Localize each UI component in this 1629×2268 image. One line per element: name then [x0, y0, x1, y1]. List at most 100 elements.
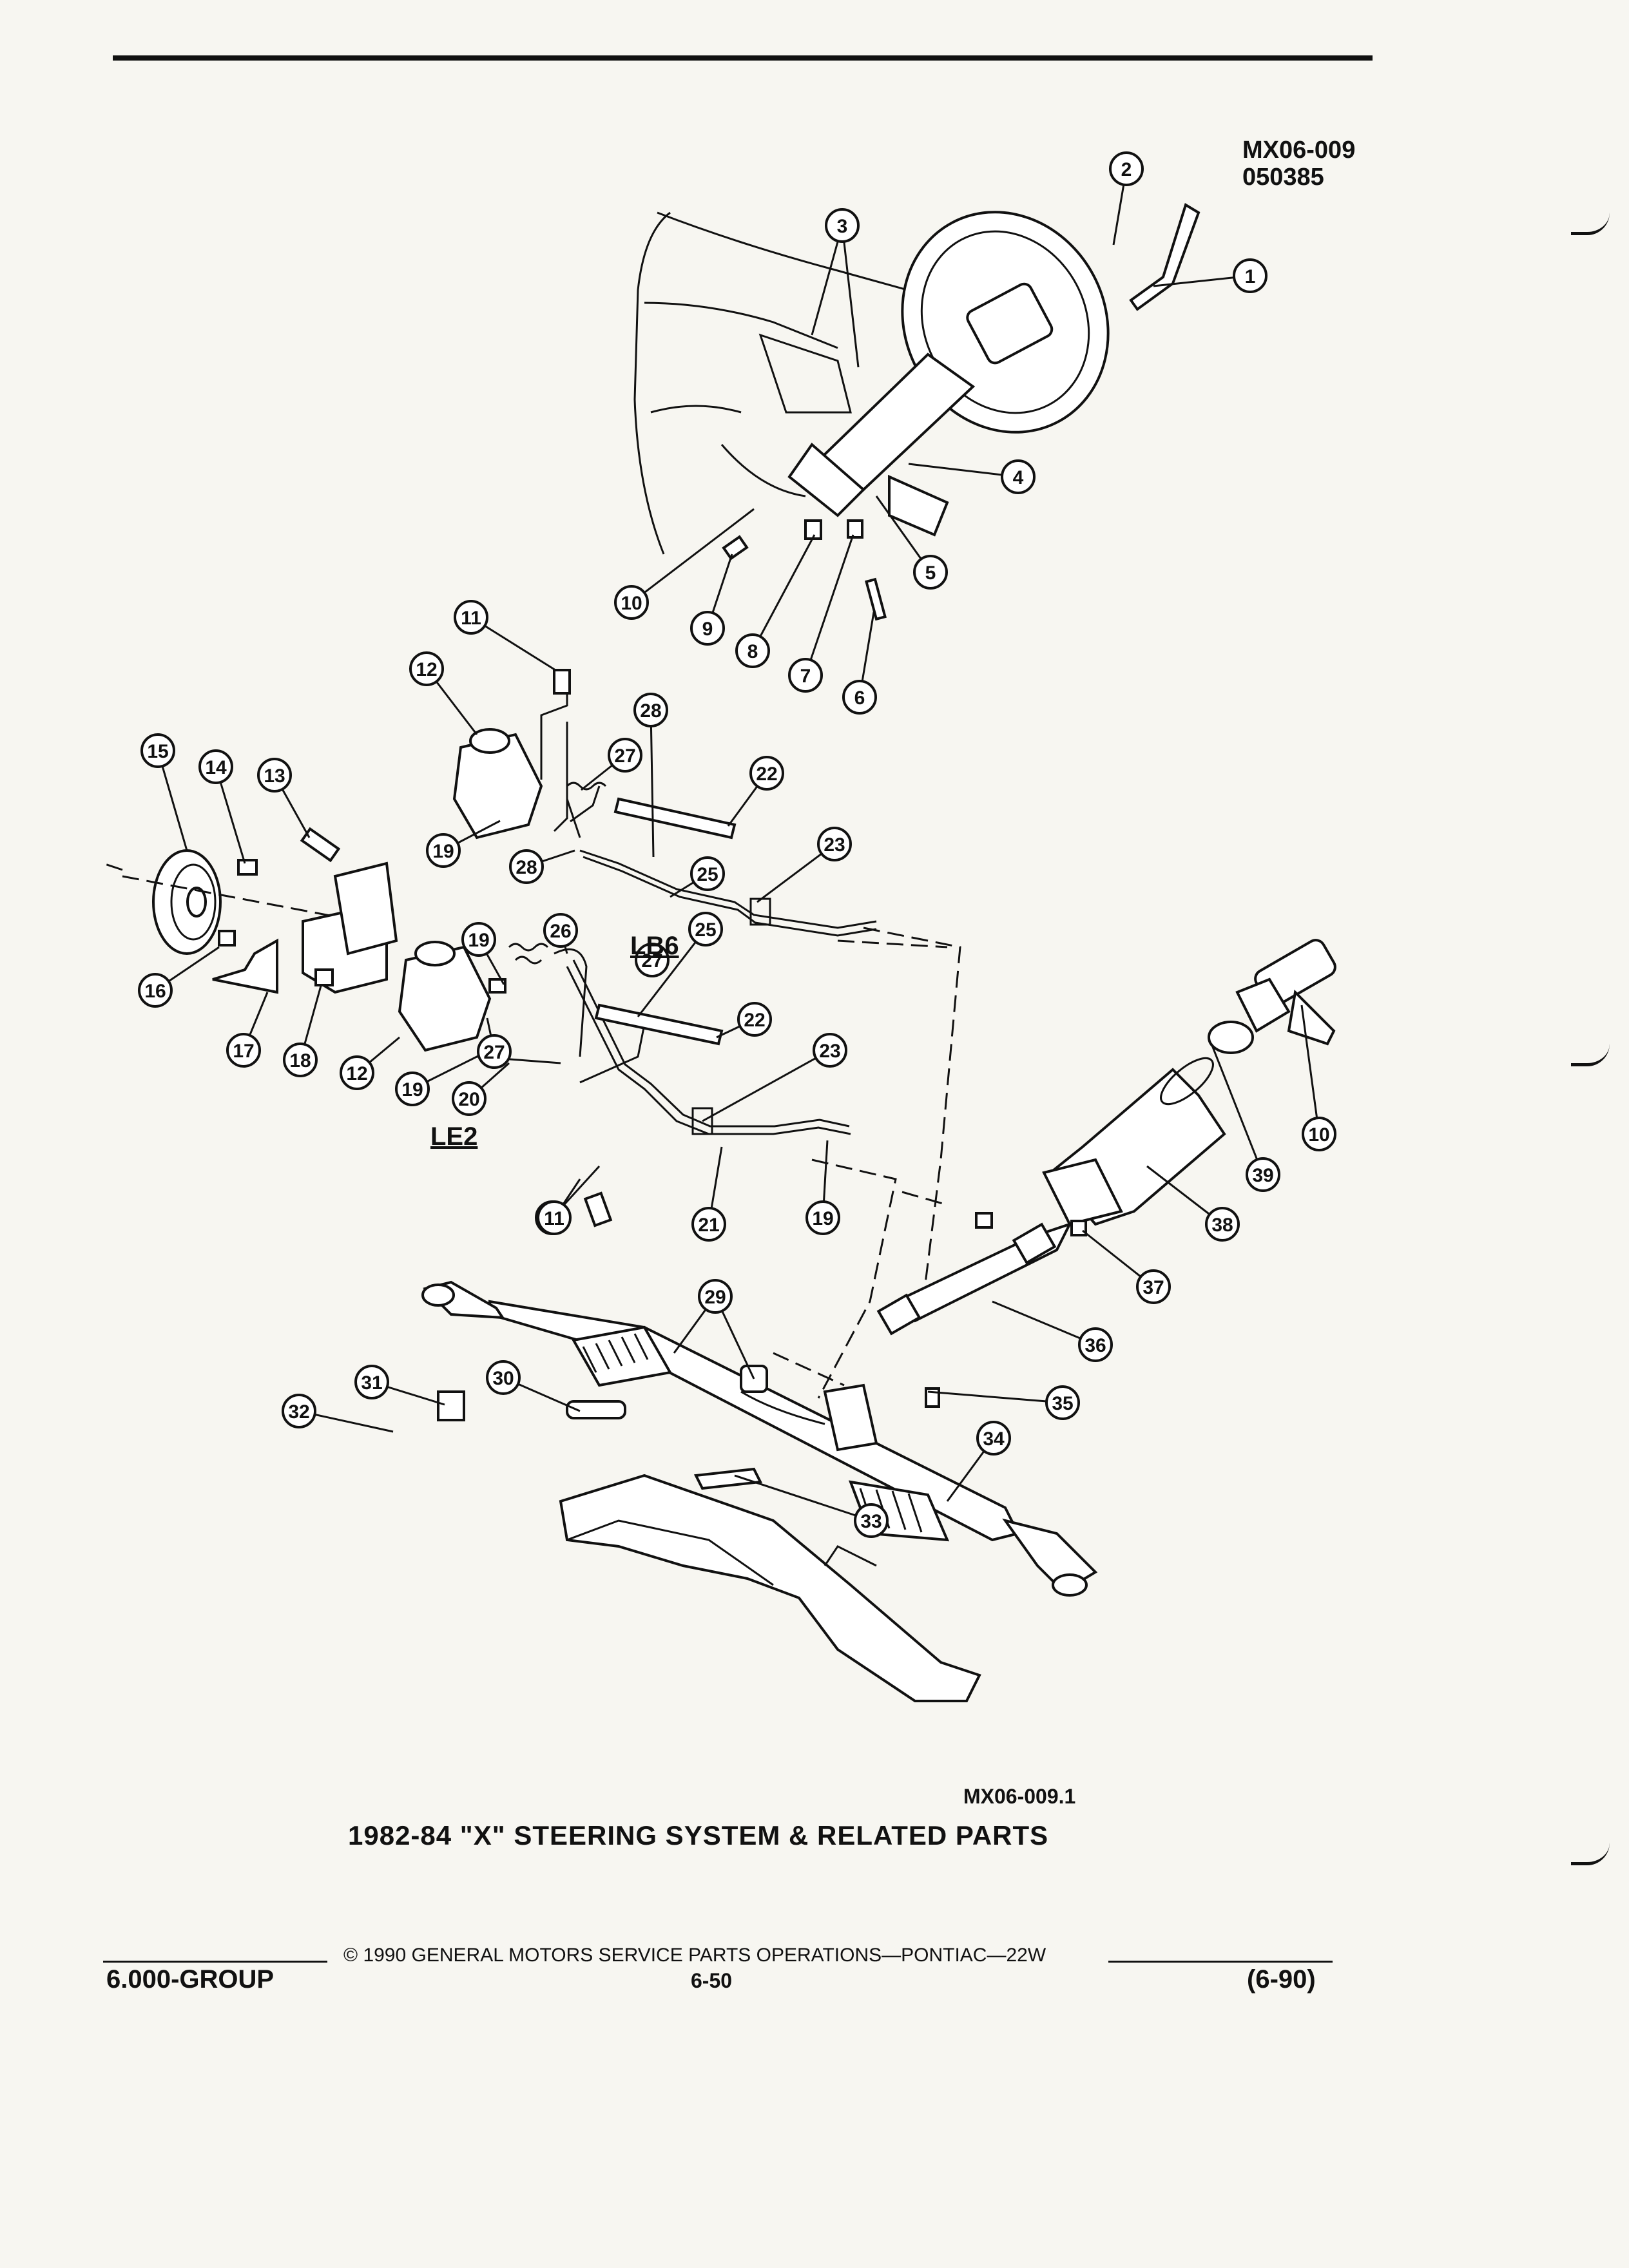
leader-line-8: [751, 534, 816, 651]
footer-page-number: 6-50: [691, 1969, 733, 1992]
callout-circle: [140, 733, 175, 768]
leader-line-39: [1210, 1043, 1264, 1175]
binding-mark: [1571, 213, 1610, 235]
callout-22: 22: [737, 1002, 772, 1037]
leader-line-23: [702, 1049, 831, 1122]
callout-11: 11: [454, 600, 488, 635]
callout-circle: [691, 1207, 726, 1242]
crossmember: [559, 1474, 981, 1702]
binding-mark: [1571, 1044, 1610, 1066]
callout-number: 34: [983, 1428, 1005, 1450]
callout-circle: [788, 658, 823, 693]
callout-33: 33: [854, 1503, 889, 1538]
callout-number: 13: [264, 765, 285, 787]
callout-34: 34: [976, 1421, 1011, 1456]
callout-27: 27: [477, 1034, 512, 1069]
callout-4: 4: [1001, 459, 1036, 494]
callout-16: 16: [138, 973, 173, 1008]
leader-line-7: [804, 534, 854, 676]
callout-number: 12: [416, 659, 437, 680]
callout-number: 35: [1052, 1393, 1073, 1414]
callout-25: 25: [688, 912, 723, 947]
footer-copyright: © 1990 GENERAL MOTORS SERVICE PARTS OPER…: [343, 1945, 1046, 1966]
callout-circle: [690, 611, 725, 646]
callout-number: 16: [144, 981, 166, 1002]
callout-circle: [226, 1033, 261, 1068]
intermediate-seal: [1208, 1021, 1254, 1054]
callout-circle: [842, 680, 877, 715]
callout-circle: [817, 827, 852, 861]
callout-15: 15: [140, 733, 175, 768]
callout-19: 19: [805, 1200, 840, 1235]
callout-19: 19: [426, 833, 461, 868]
callout-number: 19: [401, 1079, 423, 1100]
callout-number: 28: [516, 857, 537, 878]
callout-28: 28: [509, 849, 544, 884]
callout-10: 10: [614, 585, 649, 620]
callout-number: 27: [641, 950, 662, 972]
callout-number: 10: [1308, 1124, 1329, 1146]
callout-7: 7: [788, 658, 823, 693]
callout-5: 5: [913, 555, 948, 590]
callout-27: 27: [635, 943, 670, 977]
callout-11: 11: [537, 1200, 572, 1235]
callout-1: 1: [1233, 258, 1268, 293]
top-rule: [113, 55, 1373, 61]
callout-circle: [543, 913, 578, 948]
callout-number: 22: [756, 764, 777, 785]
callout-29: 29: [698, 1279, 733, 1314]
callout-number: 7: [800, 666, 811, 687]
callout-circle: [698, 1279, 733, 1314]
callout-circle: [138, 973, 173, 1008]
callout-circle: [1001, 459, 1036, 494]
callout-number: 31: [361, 1372, 382, 1394]
callout-circle: [257, 758, 292, 793]
callout-23: 23: [817, 827, 852, 861]
variant-label-le2: LE2: [430, 1122, 478, 1151]
callout-number: 23: [824, 834, 845, 856]
tie-rods: [421, 1280, 1098, 1597]
callout-circle: [813, 1033, 847, 1068]
callout-circle: [282, 1394, 316, 1428]
callout-circle: [633, 693, 668, 727]
callout-20: 20: [452, 1081, 487, 1116]
footer-group: 6.000-GROUP: [106, 1965, 275, 1994]
callout-number: 15: [147, 741, 168, 762]
callout-10: 10: [1302, 1117, 1336, 1151]
callout-25: 25: [690, 856, 725, 891]
callout-number: 9: [702, 619, 713, 640]
callout-number: 25: [695, 919, 716, 941]
callout-circle: [452, 1081, 487, 1116]
dashboard-outline: [633, 211, 954, 555]
callout-circle: [1246, 1157, 1280, 1192]
callout-circle: [426, 833, 461, 868]
callout-19: 19: [461, 922, 496, 957]
callout-13: 13: [257, 758, 292, 793]
callout-number: 6: [854, 687, 865, 709]
callout-28: 28: [633, 693, 668, 727]
callout-circle: [614, 585, 649, 620]
callout-number: 28: [640, 700, 661, 722]
figure-ids: MX06-009 050385: [1242, 137, 1355, 191]
callout-number: 22: [744, 1010, 765, 1031]
callout-circle: [1109, 151, 1144, 186]
variant-label-lb6: LB6: [630, 932, 679, 960]
callout-circle: [1233, 258, 1268, 293]
callout-number: 17: [233, 1041, 254, 1062]
callout-number: 10: [621, 593, 642, 614]
callout-number: 27: [614, 745, 635, 767]
leader-line-3: [811, 225, 843, 336]
callout-39: 39: [1246, 1157, 1280, 1192]
callout-circle: [608, 738, 642, 773]
callout-number: 23: [819, 1041, 840, 1062]
steering-column: [758, 333, 976, 517]
callout-circle: [409, 651, 444, 686]
callout-number: 4: [1013, 467, 1024, 488]
column-lower-bracket: [1235, 939, 1336, 1046]
callout-circle: [477, 1034, 512, 1069]
callout-number: 20: [458, 1089, 479, 1110]
callout-number: 5: [925, 562, 936, 584]
intermediate-shaft: [876, 1212, 1087, 1408]
